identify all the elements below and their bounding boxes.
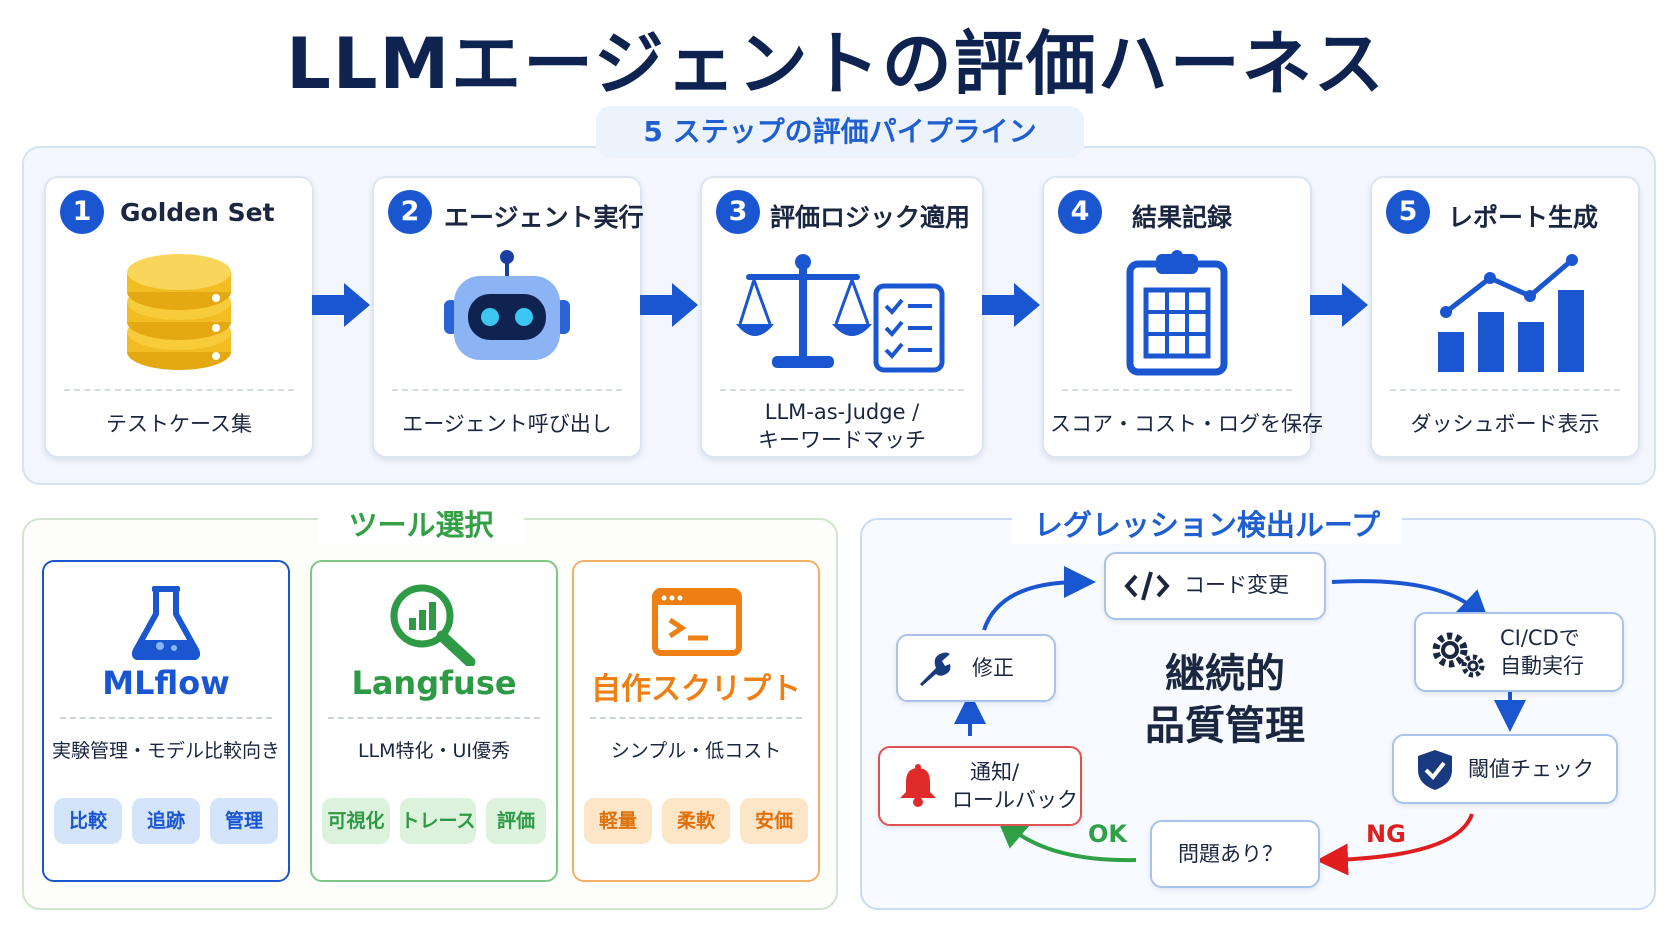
loop-center-line-1: 継続的 xyxy=(1165,651,1285,697)
step-desc: ダッシュボード表示 xyxy=(1410,412,1600,436)
loop-center-line-2: 品質管理 xyxy=(1145,703,1305,749)
tool-divider xyxy=(60,717,272,719)
loop-node-label: コード変更 xyxy=(1184,573,1289,597)
loop-arrows xyxy=(954,566,1526,876)
tool-desc: 実験管理・モデル比較向き xyxy=(51,740,280,762)
tool-divider xyxy=(328,717,540,719)
loop-node-label: 閾値チェック xyxy=(1468,757,1594,781)
loop-node-label: 修正 xyxy=(972,656,1014,680)
loop-node-label-line-1: CI/CDで xyxy=(1500,626,1580,650)
shield-check-icon xyxy=(1418,750,1452,790)
loop-node-label-line-1: 通知/ xyxy=(970,760,1020,784)
tool-tag: 柔軟 xyxy=(662,798,730,844)
step-divider xyxy=(1062,389,1292,391)
flow-arrow-icon xyxy=(1310,283,1368,327)
tool-card-script: 自作スクリプト シンプル・低コスト 軽量 柔軟 安価 xyxy=(572,560,820,882)
step-title: エージェント実行 xyxy=(444,203,644,232)
tool-name: MLflow xyxy=(102,664,230,702)
tool-tag: 軽量 xyxy=(584,798,652,844)
step-title: レポート生成 xyxy=(1448,203,1599,232)
loop-node-fix: 修正 xyxy=(896,634,1056,702)
wrench-icon xyxy=(920,652,951,686)
loop-node-code-change: コード変更 xyxy=(1104,552,1326,620)
tool-card-mlflow: MLflow 実験管理・モデル比較向き 比較 追跡 管理 xyxy=(42,560,290,882)
loop-node-label-line-2: 自動実行 xyxy=(1500,654,1584,678)
loop-node-notify: 通知/ ロールバック xyxy=(878,746,1082,826)
tools-title: ツール選択 xyxy=(318,502,524,544)
step-desc: テストケース集 xyxy=(106,412,252,436)
loop-node-label-line-2: ロールバック xyxy=(952,788,1078,812)
tool-tag: 追跡 xyxy=(132,798,200,844)
step-divider xyxy=(720,389,964,391)
magnifier-chart-icon xyxy=(390,584,476,666)
ng-label: NG xyxy=(1366,820,1406,848)
gears-icon xyxy=(1432,632,1485,678)
tool-tag: トレース xyxy=(400,798,476,844)
step-card-golden-set: 1 Golden Set テストケース集 xyxy=(44,176,314,458)
flask-icon xyxy=(131,586,201,660)
step-desc: スコア・コスト・ログを保存 xyxy=(1050,412,1323,436)
ok-label: OK xyxy=(1088,820,1127,848)
page-title: LLMエージェントの評価ハーネス xyxy=(286,23,1386,105)
step-desc-line-1: LLM-as-Judge / xyxy=(764,400,920,424)
step-card-eval-logic: 3 評価ロジック適用 LLM-as-Judge / キーワードマッチ xyxy=(700,176,984,458)
code-icon xyxy=(1124,571,1170,601)
step-divider xyxy=(64,389,294,391)
scale-checklist-icon xyxy=(736,254,945,373)
tool-desc: LLM特化・UI優秀 xyxy=(357,740,511,762)
loop-node-problem: 問題あり？ xyxy=(1150,820,1320,888)
step-number: 1 xyxy=(60,190,104,234)
tool-divider xyxy=(590,717,802,719)
tool-name: 自作スクリプト xyxy=(591,672,801,707)
step-title: 評価ロジック適用 xyxy=(770,203,971,232)
robot-icon xyxy=(444,250,570,360)
tool-card-langfuse: Langfuse LLM特化・UI優秀 可視化 トレース 評価 xyxy=(310,560,558,882)
tool-name: Langfuse xyxy=(351,664,517,702)
database-icon xyxy=(127,254,231,370)
pipeline-label: 5 ステップの評価パイプライン xyxy=(643,115,1037,148)
step-card-record: 4 結果記録 スコア・コスト・ログを保存 xyxy=(1042,176,1323,458)
loop-node-cicd: CI/CDで 自動実行 xyxy=(1414,612,1624,692)
step-number: 3 xyxy=(716,190,760,234)
pipeline-label-badge: 5 ステップの評価パイプライン xyxy=(596,106,1084,158)
tool-tag: 管理 xyxy=(210,798,278,844)
loop-center-label: 継続的 品質管理 xyxy=(1100,648,1350,752)
tool-tag: 可視化 xyxy=(322,798,390,844)
chart-icon xyxy=(1438,254,1584,372)
step-divider xyxy=(392,389,622,391)
clipboard-icon xyxy=(1126,250,1228,376)
flow-arrow-icon xyxy=(982,283,1040,327)
tool-desc: シンプル・低コスト xyxy=(610,740,782,762)
flow-arrow-icon xyxy=(312,283,370,327)
step-desc-line-2: キーワードマッチ xyxy=(758,428,926,452)
flow-arrow-icon xyxy=(640,283,698,327)
loop-node-threshold: 閾値チェック xyxy=(1392,734,1618,804)
bell-icon xyxy=(900,764,936,807)
step-divider xyxy=(1390,389,1620,391)
step-number: 5 xyxy=(1386,190,1430,234)
step-title: 結果記録 xyxy=(1132,203,1233,232)
step-number: 4 xyxy=(1058,190,1102,234)
tool-tag: 評価 xyxy=(486,798,546,844)
step-title: Golden Set xyxy=(120,198,275,227)
step-desc: エージェント呼び出し xyxy=(402,412,612,436)
loop-node-label: 問題あり？ xyxy=(1178,842,1283,866)
step-number: 2 xyxy=(388,190,432,234)
step-card-report: 5 レポート生成 ダッシュボード表示 xyxy=(1370,176,1640,458)
step-card-agent-run: 2 エージェント実行 エージェント呼び出し xyxy=(372,176,644,458)
tool-tag: 比較 xyxy=(54,798,122,844)
terminal-icon xyxy=(652,588,742,656)
regression-loop-title: レグレッション検出ループ xyxy=(1012,502,1402,544)
tool-tag: 安価 xyxy=(740,798,808,844)
